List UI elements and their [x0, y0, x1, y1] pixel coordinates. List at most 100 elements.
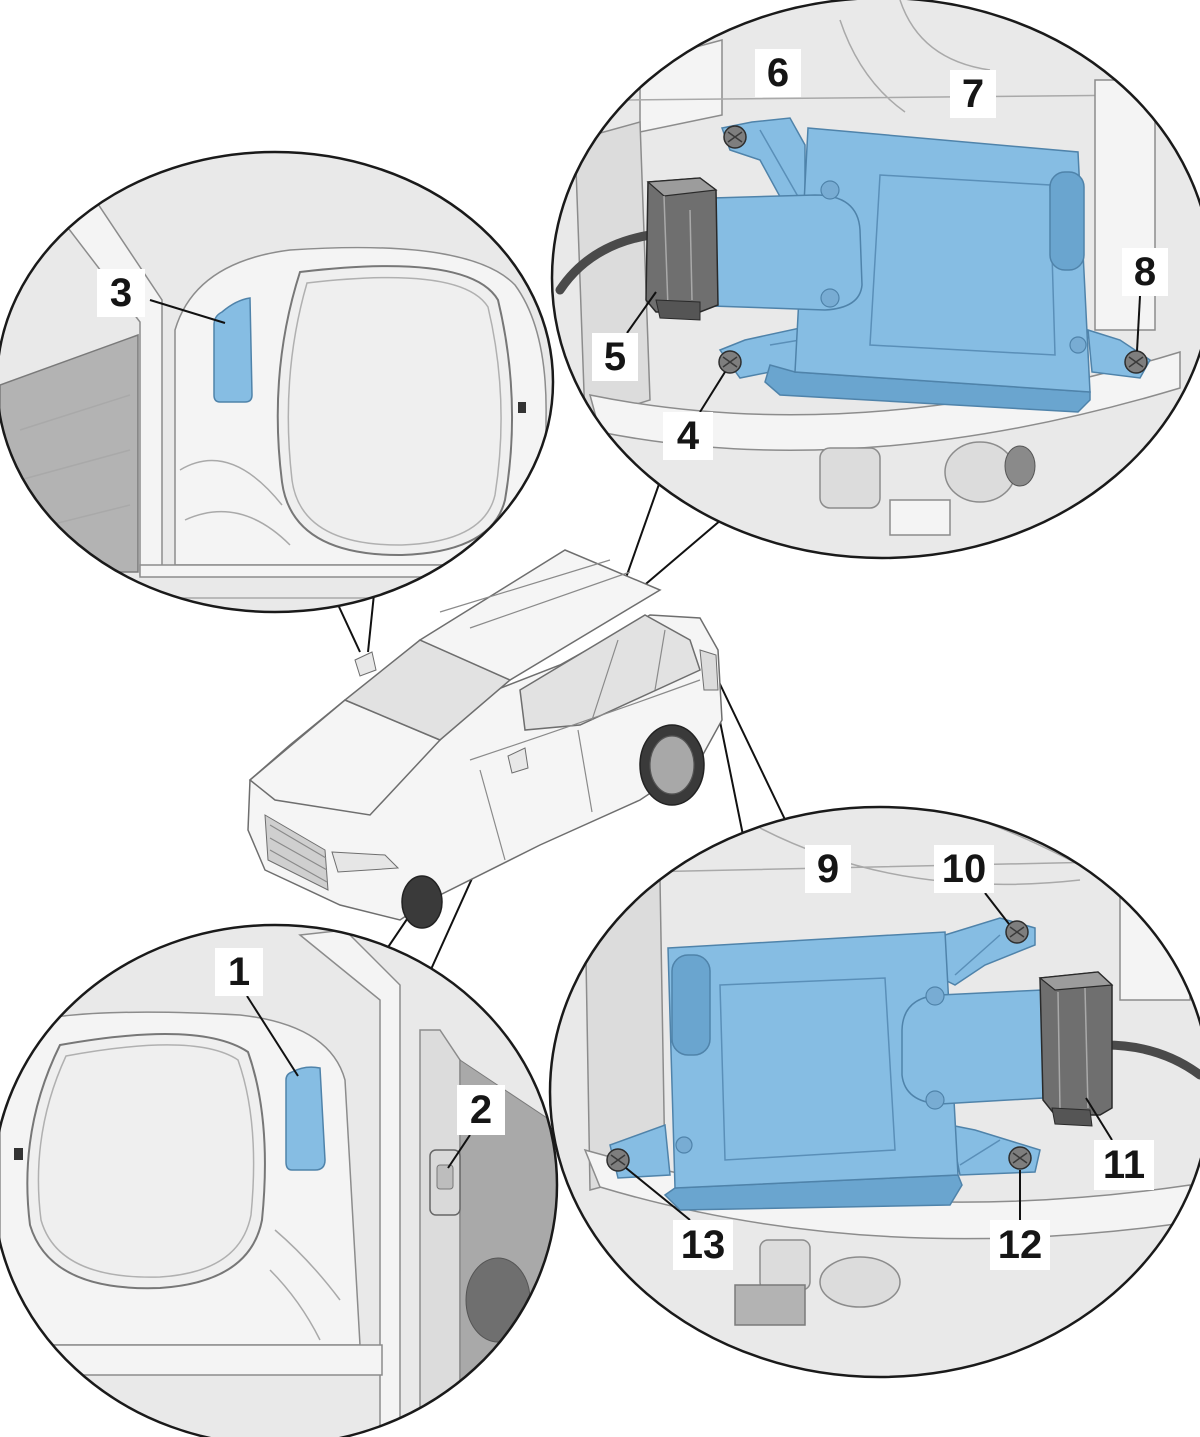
control-module-right-cover-ridge: [719, 977, 896, 1161]
leader-callout-4: [699, 371, 726, 413]
electrical-connector-left: [645, 177, 719, 313]
detail-left-mirror-content: [0, 152, 553, 599]
callout-2-number: 2: [470, 1088, 492, 1132]
vehicle-front-wheel: [401, 875, 443, 929]
vehicle-headlight: [331, 851, 400, 873]
vehicle-c-pillar: [654, 629, 666, 691]
bracket-ribs-rear: [954, 934, 1001, 1166]
leader-callout-3: [149, 299, 226, 324]
connector-socket-right: [901, 989, 1044, 1105]
callout-4-box: [663, 412, 713, 460]
screw-upper-right-drive: [1009, 926, 1025, 938]
callout-13-number: 13: [681, 1223, 726, 1267]
door-seal-strip: [419, 1029, 461, 1437]
callout-6: 6: [755, 49, 801, 97]
vehicle-rear-rim: [649, 735, 695, 795]
detail-left-mirror-outline: [0, 150, 555, 614]
right-mirror-housing-contours: [269, 1229, 341, 1341]
module-bolt-left-rear: [675, 1136, 693, 1154]
callout-5-number: 5: [604, 335, 626, 379]
callout-leaders: [149, 291, 1141, 1221]
callout-2-box: [457, 1085, 505, 1135]
electrical-connector-right-top: [1038, 971, 1114, 991]
module-bolt-upper: [820, 180, 840, 200]
callout-3-box: [97, 269, 145, 317]
module-bolt-lower: [820, 288, 840, 308]
detail-right-control-module-content: [583, 819, 1200, 1326]
vehicle-door-lines: [469, 679, 701, 861]
vehicle-overview: [247, 549, 723, 929]
callout-1-box: [215, 948, 263, 996]
warning-lamp-right-mirror: [285, 1066, 326, 1171]
module-bolt-right: [1069, 336, 1087, 354]
screw-lower-right-drive: [1012, 1152, 1028, 1164]
callout-12-number: 12: [998, 1223, 1043, 1267]
right-mirror-sensor-dot: [14, 1148, 23, 1160]
callout-8: 8: [1122, 248, 1168, 296]
module-bolt-lower-rear: [925, 1090, 945, 1110]
wiring-cable-right: [1100, 1040, 1200, 1080]
callout-4: 4: [663, 412, 713, 460]
bracket-ribs: [759, 129, 801, 346]
door-frame-lower: [139, 564, 553, 578]
callout-13-box: [673, 1220, 733, 1270]
door-sensor-face: [436, 1164, 454, 1190]
leader-callout-11: [1085, 1097, 1113, 1141]
callout-5-box: [592, 333, 638, 381]
detail-left-control-module-outline: [550, 0, 1200, 560]
control-module-cover-ridge: [869, 174, 1056, 356]
electrical-connector-left-latch: [655, 299, 701, 321]
upper-body-contours: [619, 0, 1151, 113]
pointer-rear-right-b: [717, 679, 791, 831]
mirror-housing-contours: [179, 459, 291, 546]
leader-callout-13: [625, 1167, 691, 1221]
vehicle-roof-rails: [439, 559, 631, 629]
callout-9-number: 9: [817, 847, 839, 891]
detail-left-control-module: [550, 0, 1200, 560]
lower-mount: [889, 499, 951, 536]
callout-5: 5: [592, 333, 638, 381]
vehicle-left-mirror: [354, 651, 377, 677]
callout-7-box: [950, 70, 996, 118]
vehicle-right-mirror: [507, 747, 529, 774]
mirror-sensor-dot: [518, 402, 526, 413]
callout-12: 12: [990, 1220, 1050, 1270]
callout-13: 13: [673, 1220, 733, 1270]
lower-mount-rear: [734, 1284, 806, 1326]
connector-socket-left: [711, 194, 863, 311]
callout-6-box: [755, 49, 801, 97]
callout-6-number: 6: [767, 51, 789, 95]
lower-plug: [1004, 445, 1036, 487]
leader-callout-8: [1136, 295, 1141, 352]
right-mirror-glass: [26, 1033, 266, 1290]
vehicle-hood: [248, 699, 442, 816]
detail-right-control-module-outline: [548, 805, 1200, 1379]
pointer-left-mirror-b: [367, 593, 375, 653]
screw-lower-left-rear-drive: [610, 1154, 626, 1166]
detail-right-mirror: [0, 923, 559, 1437]
vehicle-grille-bars: [269, 824, 328, 883]
detail-right-mirror-outline: [0, 923, 559, 1437]
electrical-connector-right-latch: [1051, 1107, 1093, 1127]
right-body-panel-rear: [1119, 879, 1191, 1001]
electrical-connector-left-ribs: [663, 195, 693, 309]
warning-lamp-left-mirror: [213, 297, 253, 403]
vehicle-rear-lamp: [699, 649, 719, 691]
module-bolt-upper-rear: [925, 986, 945, 1006]
callout-9-box: [805, 845, 851, 893]
wiring-cable-left: [555, 230, 655, 295]
callout-8-box: [1122, 248, 1168, 296]
electrical-connector-right: [1039, 971, 1113, 1116]
electrical-connector-left-top: [646, 177, 718, 197]
callout-1-number: 1: [228, 950, 250, 994]
control-module-right-side-boss: [671, 954, 711, 1056]
detail-left-mirror: [0, 150, 555, 614]
callout-labels: 1 2 3 4 5 6 7 8: [97, 49, 1168, 1270]
right-mirror-glass-rim: [37, 1044, 255, 1278]
detail-right-mirror-content: [0, 929, 557, 1437]
interior-shadow-detail: [465, 1257, 531, 1343]
lower-round-fitting: [944, 441, 1016, 503]
upper-body-bracket: [639, 39, 723, 133]
mirror-glass: [276, 265, 514, 557]
